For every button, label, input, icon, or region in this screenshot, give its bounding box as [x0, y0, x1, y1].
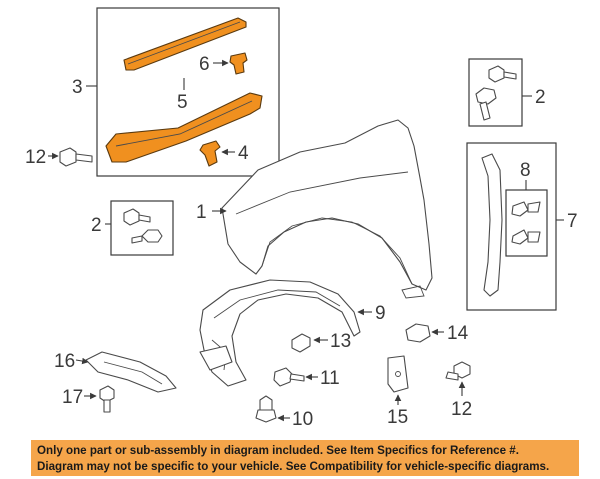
bolt-17	[99, 385, 115, 413]
trim-strip-7	[481, 153, 503, 297]
callout-8: 8	[520, 160, 531, 181]
callout-7: 7	[567, 211, 578, 232]
leader-16	[75, 357, 89, 365]
callout-12-right: 12	[451, 399, 472, 420]
disclaimer-banner: Only one part or sub-assembly in diagram…	[31, 440, 579, 476]
fender-opening	[261, 217, 413, 285]
callout-2-right: 2	[535, 87, 546, 108]
callout-9: 9	[375, 303, 386, 324]
splash-shield-16	[85, 351, 177, 393]
callout-11: 11	[320, 368, 340, 389]
screws-8-frame	[505, 189, 548, 257]
fender	[221, 119, 433, 291]
trim-7-frame	[466, 142, 557, 311]
clip-4	[199, 140, 221, 167]
bolt-12-right	[445, 361, 471, 381]
bracket-15-hole	[395, 371, 401, 377]
fender-line	[235, 171, 409, 215]
clip-14	[405, 323, 431, 343]
callout-4: 4	[238, 143, 249, 164]
upper-moulding-strip	[123, 17, 247, 71]
bolt-12-left	[59, 147, 93, 167]
callout-13: 13	[330, 331, 351, 352]
bolt-10	[255, 395, 277, 423]
bolts-2-right-frame	[468, 58, 523, 127]
callout-15: 15	[387, 407, 408, 428]
callout-5: 5	[177, 92, 188, 113]
clip-13	[291, 333, 311, 353]
bolt-2-left-b	[131, 229, 163, 244]
bolt-2-right-a	[488, 65, 517, 83]
fender-liner-flap	[199, 345, 233, 371]
fender-liner	[199, 279, 361, 387]
bolt-2-right-b	[475, 87, 497, 121]
bolt-2-left-a	[123, 208, 151, 226]
callout-16: 16	[54, 351, 75, 372]
splash-shield-16-rib	[103, 361, 163, 385]
bolts-2-left-frame	[110, 200, 174, 256]
callout-3: 3	[72, 77, 83, 98]
clip-6	[229, 52, 248, 75]
callout-14: 14	[447, 323, 469, 344]
callout-10: 10	[292, 409, 313, 430]
fender-liner-inner	[213, 289, 341, 319]
lower-moulding-strip-edge	[115, 100, 253, 147]
callout-12-left: 12	[25, 147, 46, 168]
disclaimer-line-1: Only one part or sub-assembly in diagram…	[37, 444, 519, 457]
bracket-15	[387, 355, 409, 393]
callout-6: 6	[199, 54, 210, 75]
callout-2-left: 2	[91, 215, 102, 236]
fender-tab	[401, 285, 425, 299]
upper-moulding-strip-edge	[127, 21, 241, 65]
moulding-kit-frame	[96, 7, 280, 177]
callout-1: 1	[196, 202, 207, 223]
screw-8-b	[511, 229, 541, 245]
bolt-11	[273, 367, 305, 387]
screw-8-a	[511, 201, 541, 217]
disclaimer-line-2: Diagram may not be specific to your vehi…	[37, 460, 550, 473]
callout-17: 17	[62, 387, 83, 408]
lower-moulding-strip	[105, 92, 263, 163]
